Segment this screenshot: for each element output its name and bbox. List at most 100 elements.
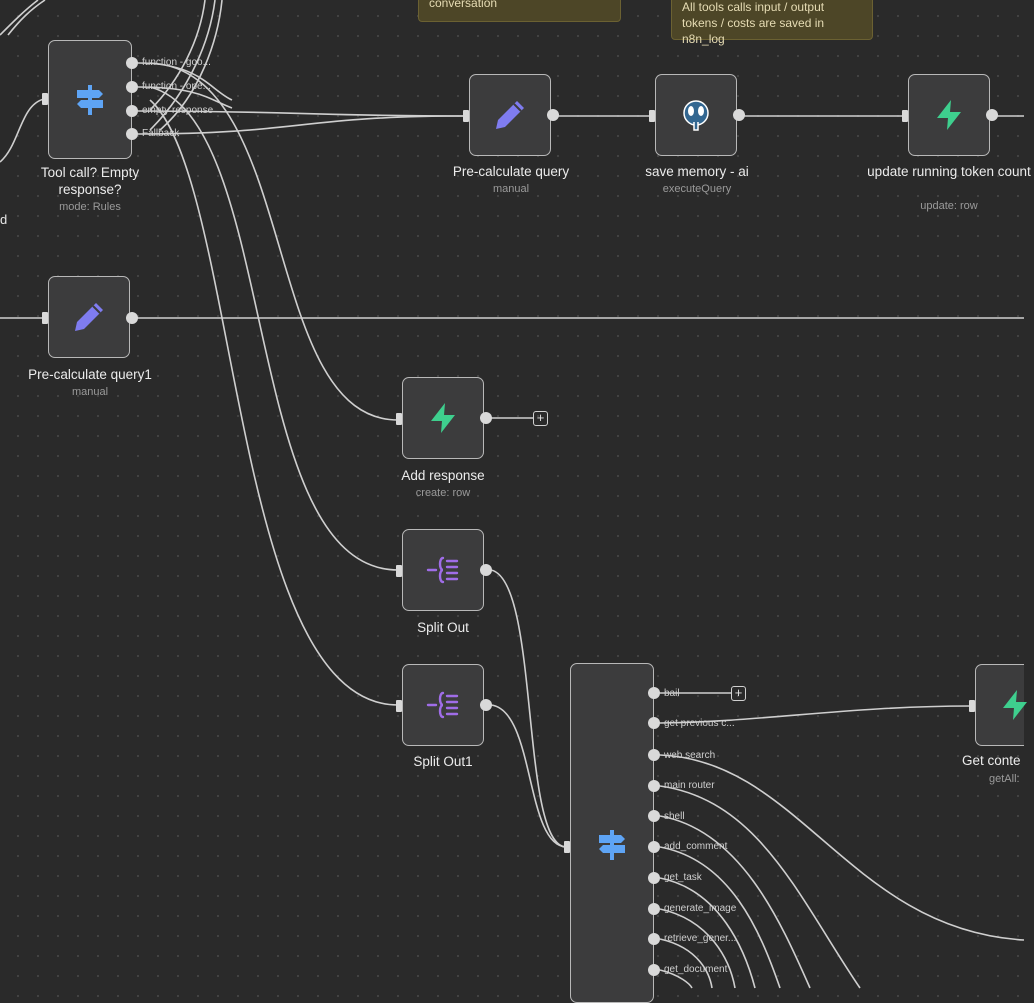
wire bbox=[0, 0, 39, 36]
output-handle[interactable] bbox=[547, 109, 559, 121]
save-memory-ai-node[interactable] bbox=[655, 74, 737, 156]
wire bbox=[0, 98, 45, 163]
input-handle[interactable] bbox=[463, 110, 469, 122]
output-handle[interactable] bbox=[733, 109, 745, 121]
wire bbox=[659, 877, 756, 989]
output-label: empty response bbox=[142, 105, 214, 116]
node-subtitle: mode: Rules bbox=[59, 201, 121, 213]
pencil-icon bbox=[72, 300, 106, 334]
wire bbox=[149, 86, 399, 571]
signpost-icon bbox=[595, 828, 629, 862]
output-handle[interactable] bbox=[648, 687, 660, 699]
node-subtitle: executeQuery bbox=[662, 183, 732, 195]
split-out-icon bbox=[426, 553, 460, 587]
output-label: add_comment bbox=[664, 841, 728, 852]
pre-calculate-query1-node[interactable] bbox=[48, 276, 130, 358]
input-handle[interactable] bbox=[969, 700, 975, 712]
wire bbox=[137, 115, 467, 135]
output-label: Fallback bbox=[142, 128, 180, 139]
input-handle[interactable] bbox=[396, 700, 402, 712]
node-title: Tool call? Empty response? bbox=[40, 165, 140, 197]
main-router-switch-node[interactable] bbox=[570, 663, 654, 1003]
output-handle[interactable] bbox=[648, 933, 660, 945]
node-title: Split Out1 bbox=[413, 754, 473, 769]
edge-fragment: d bbox=[0, 212, 8, 227]
node-title: Add response bbox=[401, 468, 485, 483]
sticky-note[interactable]: conversation bbox=[418, 0, 621, 22]
output-label: generate_image bbox=[664, 903, 737, 914]
output-handle[interactable] bbox=[648, 872, 660, 884]
signpost-icon bbox=[73, 83, 107, 117]
input-handle[interactable] bbox=[396, 565, 402, 577]
connection-wires bbox=[0, 0, 1025, 989]
wire bbox=[149, 99, 399, 706]
output-handle[interactable] bbox=[648, 717, 660, 729]
output-handle[interactable] bbox=[986, 109, 998, 121]
wire bbox=[490, 704, 567, 848]
node-subtitle: create: row bbox=[415, 487, 471, 499]
output-handle[interactable] bbox=[126, 128, 138, 140]
tool-call-switch-node[interactable] bbox=[48, 40, 132, 159]
add-response-node[interactable] bbox=[402, 377, 484, 459]
pencil-icon bbox=[493, 98, 527, 132]
node-subtitle: manual bbox=[71, 386, 109, 398]
wire bbox=[490, 569, 567, 848]
sticky-note[interactable]: All tools calls input / output tokens / … bbox=[671, 0, 873, 46]
wire bbox=[659, 846, 781, 989]
input-handle[interactable] bbox=[564, 841, 570, 853]
postgres-elephant-icon bbox=[679, 98, 713, 132]
node-title: Pre-calculate query bbox=[452, 164, 570, 179]
node-title: Pre-calculate query1 bbox=[28, 367, 152, 382]
wire bbox=[659, 815, 811, 989]
output-handle[interactable] bbox=[648, 749, 660, 761]
add-node-button[interactable]: + bbox=[731, 686, 746, 701]
split-out-icon bbox=[426, 688, 460, 722]
wire bbox=[659, 705, 971, 724]
output-handle[interactable] bbox=[648, 810, 660, 822]
output-label: shell bbox=[664, 811, 685, 822]
output-label: bail bbox=[664, 688, 680, 699]
output-label: get previous c... bbox=[664, 718, 735, 729]
get-context-node[interactable] bbox=[975, 664, 1027, 746]
input-handle[interactable] bbox=[42, 312, 48, 324]
node-title: update running token count bbox=[867, 164, 1031, 179]
input-handle[interactable] bbox=[42, 93, 48, 105]
split-out1-node[interactable] bbox=[402, 664, 484, 746]
split-out-node[interactable] bbox=[402, 529, 484, 611]
output-handle[interactable] bbox=[126, 312, 138, 324]
add-node-button[interactable]: + bbox=[533, 411, 548, 426]
supabase-bolt-icon bbox=[932, 98, 966, 132]
output-handle[interactable] bbox=[126, 57, 138, 69]
output-label: get_task bbox=[664, 872, 702, 883]
output-handle[interactable] bbox=[480, 564, 492, 576]
input-handle[interactable] bbox=[649, 110, 655, 122]
output-handle[interactable] bbox=[648, 841, 660, 853]
node-title: Get conte bbox=[962, 753, 1021, 768]
output-handle[interactable] bbox=[480, 699, 492, 711]
node-subtitle: getAll: bbox=[989, 773, 1020, 785]
node-subtitle: manual bbox=[492, 183, 530, 195]
wire bbox=[659, 785, 861, 989]
wire bbox=[159, 0, 223, 131]
input-handle[interactable] bbox=[396, 413, 402, 425]
wire bbox=[659, 754, 1025, 941]
output-label: function - goo... bbox=[142, 57, 211, 68]
wire bbox=[149, 62, 399, 421]
output-handle[interactable] bbox=[648, 903, 660, 915]
update-running-token-count-node[interactable] bbox=[908, 74, 990, 156]
sticky-note-text: conversation bbox=[429, 0, 498, 10]
output-handle[interactable] bbox=[126, 105, 138, 117]
input-handle[interactable] bbox=[902, 110, 908, 122]
wire bbox=[149, 0, 206, 111]
supabase-bolt-icon bbox=[998, 688, 1032, 722]
wire bbox=[137, 86, 233, 109]
node-subtitle: update: row bbox=[920, 200, 978, 212]
output-handle[interactable] bbox=[480, 412, 492, 424]
wire bbox=[659, 969, 693, 989]
pre-calculate-query-node[interactable] bbox=[469, 74, 551, 156]
output-handle[interactable] bbox=[648, 780, 660, 792]
output-handle[interactable] bbox=[126, 81, 138, 93]
output-label: main router bbox=[664, 780, 715, 791]
output-handle[interactable] bbox=[648, 964, 660, 976]
